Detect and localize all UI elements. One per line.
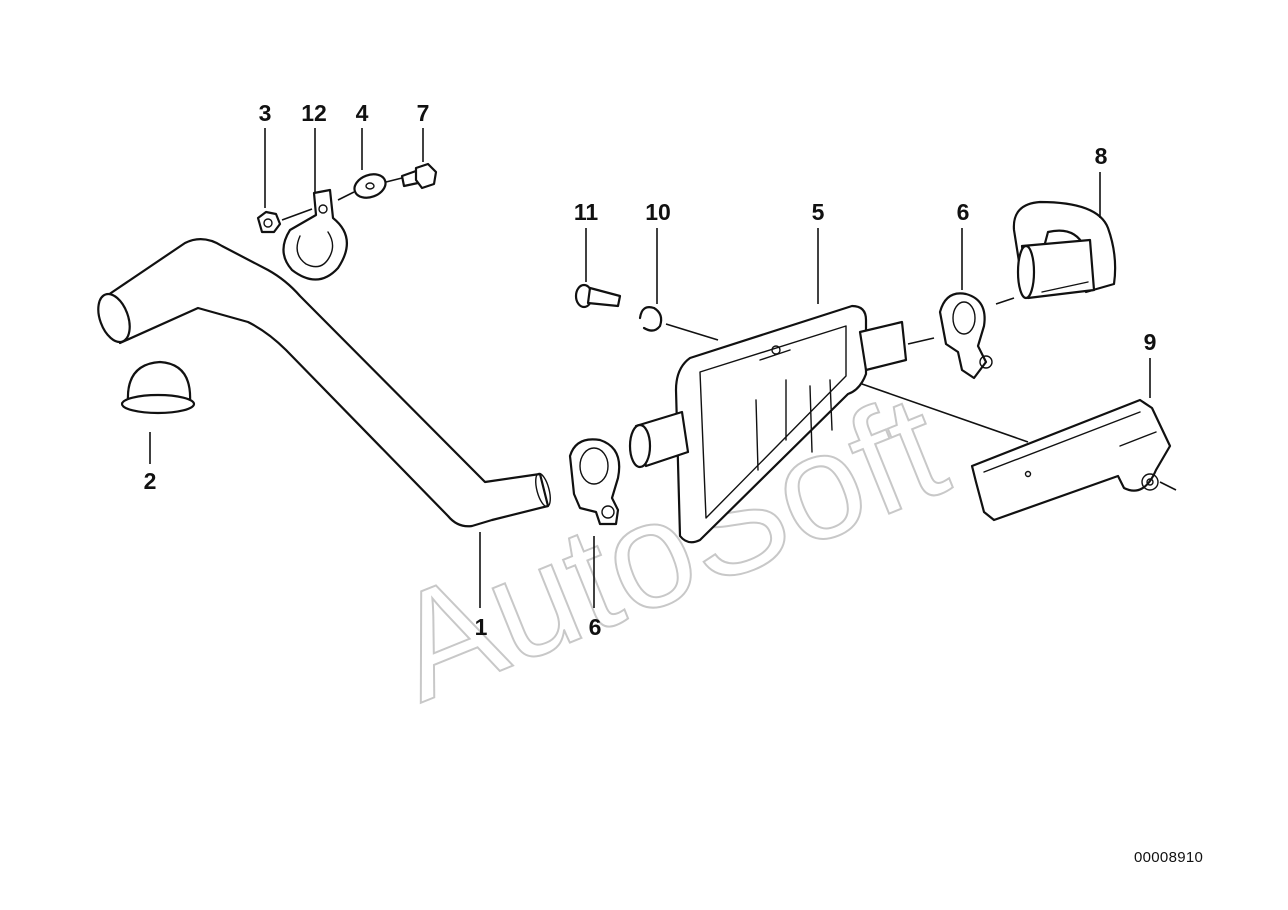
callout-6-top: 6 [957,199,970,225]
callout-5: 5 [812,199,825,225]
callout-10: 10 [645,199,671,225]
part-3-nut [256,210,282,234]
part-1-exhaust-pipe [97,238,551,528]
assembly-line-8 [995,297,1015,305]
part-5-muffler [628,304,908,544]
callout-4: 4 [356,100,369,126]
part-6-clamp-right [938,292,993,380]
assembly-line-6b [907,337,935,345]
part-8-tail-pipe [1012,200,1117,300]
callout-8: 8 [1095,143,1108,169]
callout-7: 7 [417,100,430,126]
callout-12: 12 [301,100,327,126]
assembly-line-10 [665,323,719,341]
diagram-id: 00008910 [1134,849,1204,866]
callout-11: 11 [574,199,599,225]
part-11-screw [574,283,622,309]
part-12-pipe-clamp [282,188,348,281]
part-4-washer [353,173,387,199]
callout-9: 9 [1144,329,1157,355]
part-9-bracket [970,398,1172,522]
callout-1: 1 [475,614,488,640]
assembly-line-7 [385,177,403,183]
callout-6-bottom: 6 [589,614,602,640]
part-2-rubber-cap [120,360,196,415]
callout-2: 2 [144,468,157,494]
part-6-clamp-left [568,438,621,526]
part-7-bolt [400,162,438,190]
assembly-line-9b [1159,481,1177,491]
callout-3: 3 [259,100,272,126]
part-10-lock-washer [638,306,663,332]
assembly-line-4 [337,191,355,201]
assembly-line-3 [281,208,313,221]
assembly-line-9 [861,383,1029,443]
